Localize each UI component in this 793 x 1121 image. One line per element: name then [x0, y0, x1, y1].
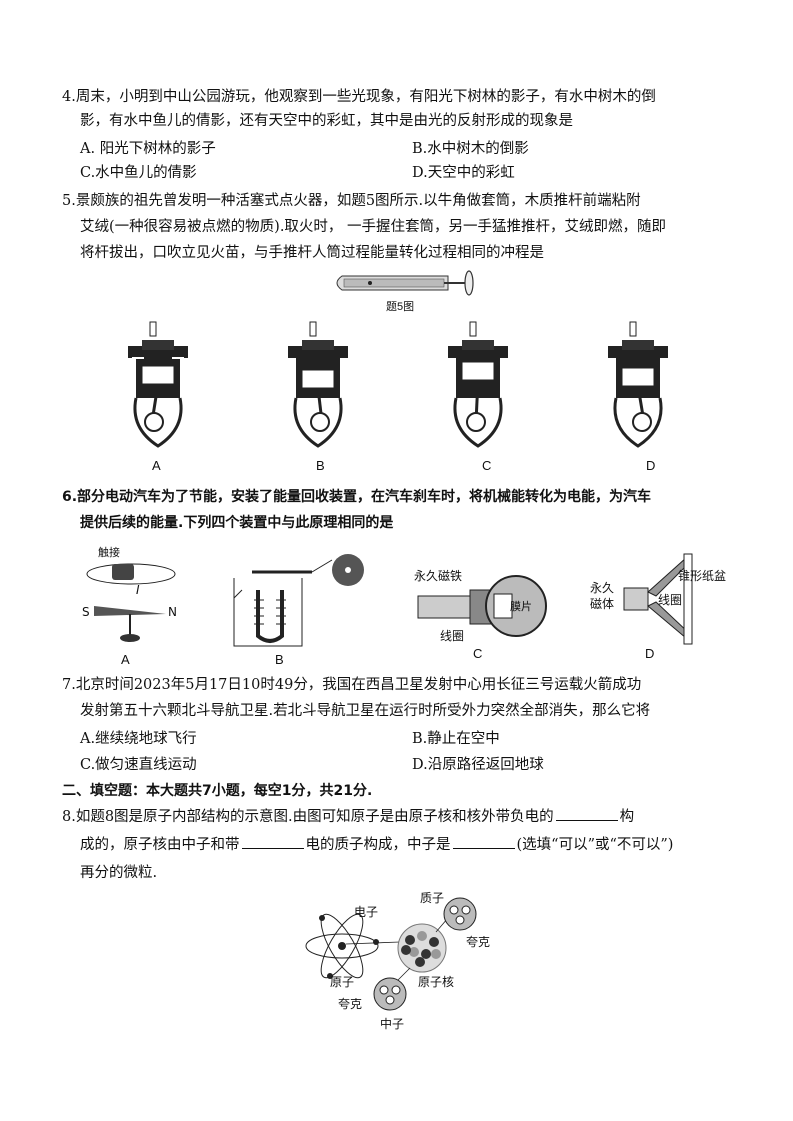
q5-stem-line1: 5.景颇族的祖先曾发明一种活塞式点火器，如题5图所示.以牛角做套筒，木质推杆前端… — [62, 193, 641, 209]
q7-stem-line1: 7.北京时间2023年5月17日10时49分，我国在西昌卫星发射中心用长征三号运… — [62, 677, 642, 693]
q7-option-b: B.静止在空中 — [412, 731, 500, 747]
q6-d-magnet-line2: 磁体 — [590, 596, 614, 611]
engine-stroke-b — [288, 321, 348, 448]
q8-blank-2[interactable] — [241, 834, 304, 849]
q6-d-magnet-line1: 永久 — [590, 581, 614, 595]
q4-option-b: B.水中树木的倒影 — [412, 141, 529, 157]
q6-label-b: B — [275, 652, 284, 667]
q8-seg5: (选填“可以”或“不可以”) — [516, 837, 674, 853]
q6-c-coil-label: 线圈 — [440, 629, 464, 643]
q5-label-d: D — [646, 458, 656, 473]
q6-a-south-label: S — [82, 605, 90, 619]
q4-option-c: C.水中鱼儿的倩影 — [80, 165, 197, 181]
q5-label-c: C — [482, 458, 492, 473]
q4-option-d: D.天空中的彩虹 — [412, 165, 515, 181]
section-2-title: 二、填空题：本大题共7小题，每空1分，共21分. — [62, 783, 373, 799]
fire-piston-figure — [336, 270, 474, 296]
q4-stem-line2: 影，有水中鱼儿的倩影，还有天空中的彩虹，其中是由光的反射形成的现象是 — [80, 113, 573, 129]
q6-a-contact-label: 触接 — [98, 545, 120, 559]
proton-circle — [443, 897, 477, 931]
q8-seg3: 成的，原子核由中子和带 — [80, 837, 240, 853]
q6-d-coil-label: 线圈 — [658, 593, 682, 607]
atom-electron-label: 电子 — [354, 905, 378, 919]
engine-stroke-a — [128, 321, 188, 448]
q7-option-d: D.沿原路径返回地球 — [412, 757, 544, 773]
q6-label-c: C — [473, 646, 483, 661]
q6-c-film-label: 膜片 — [510, 600, 532, 613]
q4-stem-line1: 4.周末，小明到中山公园游玩，他观察到一些光现象，有阳光下树林的影子，有水中树木… — [62, 89, 656, 105]
atom-atom-label: 原子 — [330, 975, 354, 989]
q6-d-cone-label: 锥形纸盆 — [678, 569, 726, 583]
q5-stem-line3: 将杆拔出，口吹立见火苗，与手推杆人筒过程能量转化过程相同的冲程是 — [80, 245, 544, 261]
atom-quark-bottom-label: 夸克 — [338, 997, 362, 1011]
engine-strokes-figure — [128, 321, 668, 448]
q6-a-current-label: I — [136, 583, 140, 597]
engine-stroke-c — [448, 321, 508, 448]
q8-blank-1[interactable] — [555, 806, 618, 821]
q6-a-north-label: N — [168, 605, 177, 619]
atom-neutron-label: 中子 — [380, 1016, 404, 1031]
atom-quark-right-label: 夸克 — [466, 935, 490, 949]
q6-stem-line2: 提供后续的能量.下列四个装置中与此原理相同的是 — [80, 515, 394, 531]
q6-stem-line1: 6.部分电动汽车为了节能，安装了能量回收装置，在汽车刹车时，将机械能转化为电能，… — [62, 489, 652, 505]
atom-proton-label: 质子 — [420, 891, 444, 905]
atom-nucleus-label: 原子核 — [418, 975, 454, 989]
neutron-circle — [373, 977, 407, 1011]
q8-seg1: 8.如题8图是原子内部结构的示意图.由图可知原子是由原子核和核外带负电的 — [62, 809, 554, 825]
q5-figure-caption: 题5图 — [386, 301, 415, 313]
engine-stroke-d — [608, 321, 668, 448]
q6-figure-b — [233, 554, 364, 647]
atom-orbits — [305, 913, 379, 979]
q4-option-a: A. 阳光下树林的影子 — [80, 141, 216, 157]
q6-figure-c: 永久磁铁 膜片 线圈 — [414, 568, 547, 643]
q8-line2: 成的，原子核由中子和带 电的质子构成，中子是 (选填“可以”或“不可以”) — [80, 834, 673, 856]
q6-label-a: A — [121, 652, 130, 667]
q8-seg4: 电的质子构成，中子是 — [305, 837, 451, 853]
q8-seg2: 构 — [619, 809, 635, 825]
q6-figure-a: 触接 I S N — [82, 545, 177, 642]
q8-seg6: 再分的微粒. — [80, 865, 158, 881]
q6-figure-d: 永久 磁体 锥形纸盆 线圈 — [590, 553, 726, 645]
q5-label-b: B — [316, 458, 325, 473]
q6-label-d: D — [645, 646, 655, 661]
q6-c-magnet-label: 永久磁铁 — [414, 568, 462, 583]
q7-stem-line2: 发射第五十六颗北斗导航卫星.若北斗导航卫星在运行时所受外力突然全部消失，那么它将 — [80, 703, 651, 719]
q8-blank-3[interactable] — [452, 834, 515, 849]
atom-structure-figure: 质子 电子 夸克 原子 原子核 夸克 中子 — [305, 891, 490, 1031]
nucleus-cluster — [397, 923, 447, 973]
q5-label-a: A — [152, 458, 161, 473]
q7-option-a: A.继续绕地球飞行 — [80, 731, 197, 747]
q5-stem-line2: 艾绒(一种很容易被点燃的物质).取火时， 一手握住套筒，另一手猛推推杆，艾绒即燃… — [80, 219, 667, 235]
q7-option-c: C.做匀速直线运动 — [80, 757, 197, 773]
q8-line1: 8.如题8图是原子内部结构的示意图.由图可知原子是由原子核和核外带负电的 构 — [62, 806, 634, 828]
